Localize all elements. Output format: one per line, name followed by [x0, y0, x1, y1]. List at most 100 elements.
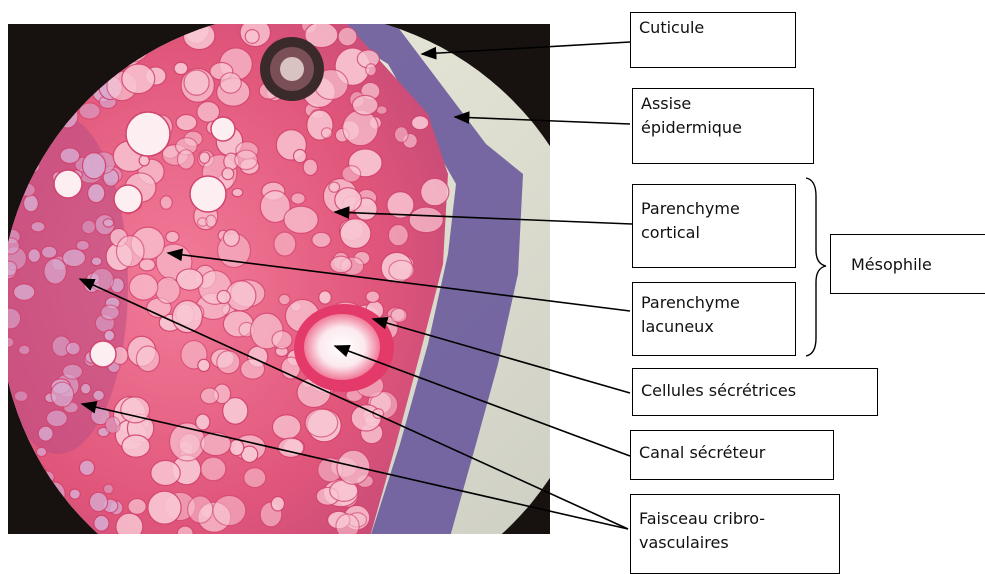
cell-texture	[105, 417, 120, 434]
cell-texture	[8, 238, 19, 255]
cell-texture	[235, 150, 258, 170]
cell-texture	[166, 231, 179, 242]
cell-texture	[342, 166, 361, 182]
cell-texture	[312, 232, 331, 247]
cell-texture	[104, 330, 115, 341]
cell-texture	[294, 149, 307, 162]
cell-texture	[82, 220, 96, 234]
cell-texture	[24, 195, 39, 212]
cell-texture	[36, 447, 46, 456]
cell-texture	[330, 256, 352, 272]
cell-texture	[93, 390, 104, 401]
cell-texture	[14, 391, 28, 402]
large-cell	[190, 176, 226, 212]
cell-texture	[116, 513, 143, 534]
cell-texture	[103, 219, 113, 227]
cell-texture	[201, 432, 231, 455]
cell-texture	[156, 277, 180, 303]
cell-texture	[206, 215, 216, 227]
cell-texture	[196, 414, 210, 430]
cell-texture	[79, 460, 94, 475]
cell-texture	[278, 438, 304, 458]
cell-texture	[241, 359, 265, 379]
cell-texture	[213, 495, 246, 525]
cell-texture	[391, 308, 407, 322]
cell-texture	[128, 499, 146, 515]
label-canal-secreteur: Canal sécréteur	[630, 430, 834, 480]
cell-texture	[101, 305, 120, 320]
cell-texture	[51, 382, 74, 407]
cell-texture	[303, 159, 317, 176]
cell-texture	[336, 514, 359, 534]
cell-texture	[220, 73, 241, 94]
cell-texture	[271, 496, 284, 511]
cell-texture	[94, 515, 109, 531]
cell-texture	[272, 331, 292, 349]
cell-texture	[340, 219, 371, 249]
cell-texture	[8, 337, 14, 347]
cell-texture	[321, 128, 332, 139]
cell-texture	[81, 383, 91, 394]
cell-texture	[222, 168, 234, 180]
cell-texture	[335, 188, 362, 212]
cell-texture	[151, 460, 180, 485]
cell-texture	[200, 388, 218, 404]
cell-texture	[319, 291, 332, 304]
cell-texture	[387, 192, 414, 219]
cell-texture	[172, 300, 202, 332]
cell-texture	[121, 397, 150, 423]
label-assise-epidermique: Assise épidermique	[632, 88, 814, 164]
cell-texture	[13, 284, 34, 301]
cell-texture	[38, 426, 53, 441]
cell-texture	[389, 260, 414, 280]
cell-texture	[139, 155, 149, 166]
cell-texture	[394, 127, 408, 143]
micrograph-image	[8, 24, 550, 534]
cell-texture	[188, 496, 213, 523]
cell-texture	[291, 193, 305, 204]
cell-texture	[42, 246, 57, 258]
cell-texture	[63, 364, 83, 379]
cell-texture	[63, 249, 86, 267]
brace-shape	[806, 178, 826, 356]
large-cell	[90, 341, 116, 367]
cell-texture	[217, 351, 240, 374]
cell-texture	[91, 257, 102, 266]
cell-texture	[136, 346, 159, 372]
cell-texture	[201, 457, 226, 481]
cell-texture	[338, 27, 357, 46]
cell-texture	[409, 207, 443, 233]
cell-texture	[60, 148, 80, 164]
cell-texture	[103, 484, 113, 494]
large-cell	[114, 185, 142, 213]
cell-texture	[199, 152, 209, 163]
cell-texture	[44, 258, 67, 284]
cell-texture	[366, 291, 380, 302]
cell-texture	[232, 188, 243, 196]
large-cell	[126, 112, 170, 156]
cell-texture	[116, 236, 144, 267]
cell-texture	[89, 492, 107, 511]
cell-texture	[198, 359, 210, 371]
cell-texture	[217, 290, 230, 303]
cell-texture	[223, 229, 239, 246]
cell-texture	[305, 409, 338, 437]
cell-texture	[31, 222, 45, 232]
cell-texture	[70, 489, 81, 499]
cell-texture	[122, 435, 150, 457]
cell-texture	[343, 110, 378, 146]
cell-texture	[421, 178, 449, 205]
cell-texture	[274, 232, 296, 256]
cell-texture	[245, 30, 259, 44]
cell-texture	[90, 268, 113, 291]
label-mesophile: Mésophile	[830, 234, 985, 294]
cell-texture	[272, 415, 300, 439]
cell-texture	[279, 294, 290, 305]
cell-texture	[18, 345, 30, 355]
cell-texture	[366, 64, 377, 76]
cell-texture	[176, 115, 197, 131]
cell-texture	[82, 153, 105, 179]
large-cell	[211, 117, 235, 141]
cell-texture	[329, 182, 340, 192]
cell-texture	[88, 184, 105, 203]
